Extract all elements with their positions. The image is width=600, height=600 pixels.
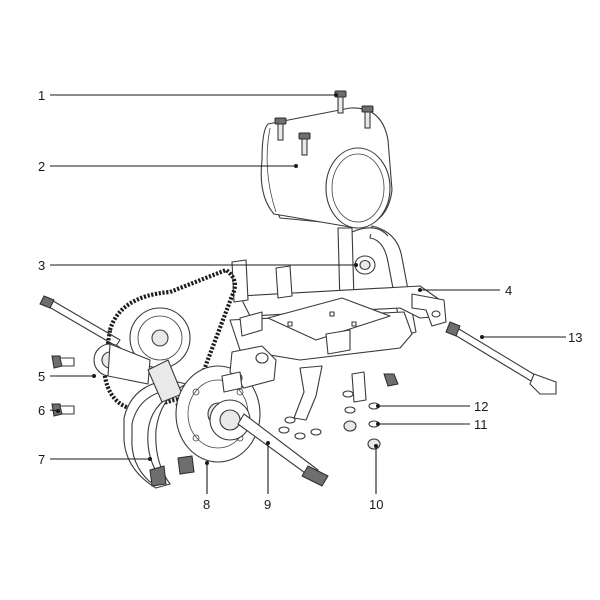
part-9-axle-shaft <box>209 399 329 487</box>
callout-5: 5 <box>38 369 45 384</box>
rear-sprocket <box>129 307 191 369</box>
callout-6: 6 <box>38 403 45 418</box>
callout-12: 12 <box>474 399 488 414</box>
callout-9: 9 <box>264 497 271 512</box>
part-1-bolt-3 <box>274 117 287 141</box>
part-2-cylinder-tank <box>260 107 393 229</box>
callout-leaders <box>49 93 566 494</box>
part-3-nut <box>354 255 376 275</box>
callout-3: 3 <box>38 258 45 273</box>
callout-8: 8 <box>203 497 210 512</box>
callout-1: 1 <box>38 88 45 103</box>
hub-bolt <box>51 355 75 369</box>
callout-11: 11 <box>474 417 488 432</box>
part-5-hub <box>93 343 151 385</box>
callout-10: 10 <box>369 497 383 512</box>
callout-2: 2 <box>38 159 45 174</box>
part-1-bolt-2 <box>361 105 374 129</box>
part-13-long-bolt <box>445 321 557 395</box>
part-1-bolt-4 <box>298 132 311 156</box>
hardware-washers-nuts <box>278 373 399 450</box>
callout-7: 7 <box>38 452 45 467</box>
callout-13: 13 <box>568 330 582 345</box>
brake-caliper <box>221 345 277 393</box>
callout-4: 4 <box>505 283 512 298</box>
part-4-frame <box>229 225 447 421</box>
part-6-bolt <box>51 403 75 417</box>
